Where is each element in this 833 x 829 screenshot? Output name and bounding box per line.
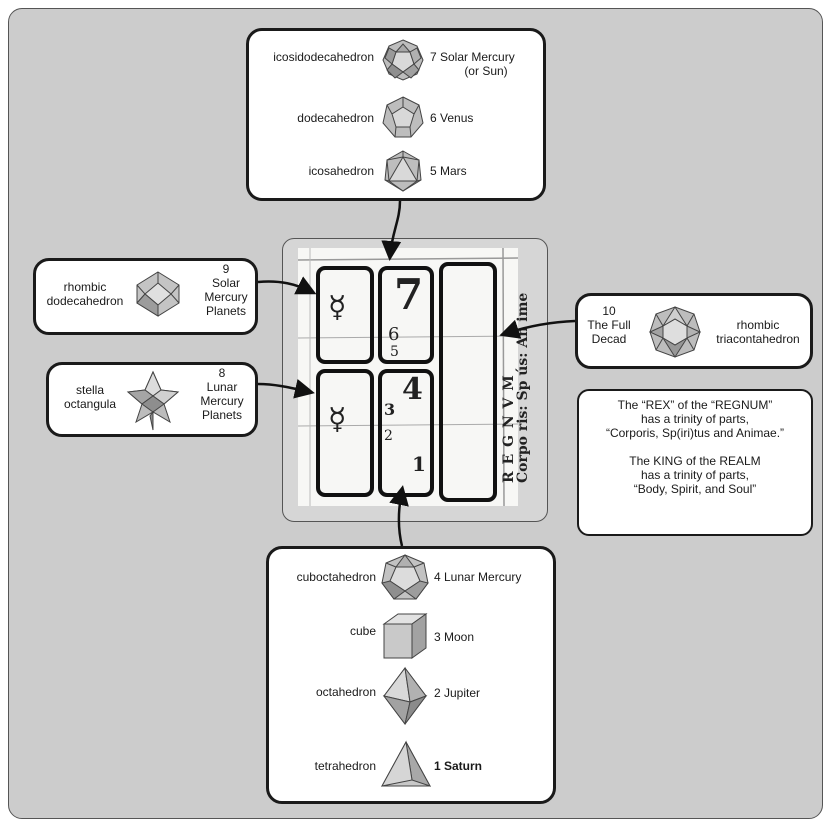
note-line: has a trinity of parts,: [640, 412, 750, 426]
solid-label-dodecahedron: dodecahedron: [297, 111, 374, 125]
note-line: “Body, Spirit, and Soul”: [633, 482, 757, 496]
manuscript-cell-solar-mercury: [316, 266, 374, 364]
icosahedron-icon: [384, 150, 422, 192]
solid-label-tetrahedron: tetrahedron: [314, 759, 376, 773]
solid-label-stella: stella: [75, 383, 104, 397]
note-line: The KING of the REALM: [629, 454, 761, 468]
tetrahedron-icon: [381, 740, 432, 787]
planet-label-mars: 5 Mars: [430, 164, 467, 178]
solid-label-icosidodecahedron: icosidodecahedron: [273, 50, 374, 64]
cube-icon: [382, 613, 428, 659]
planet-label-lunar-mercury: 4 Lunar Mercury: [434, 570, 522, 584]
solid-label-octahedron: octahedron: [315, 685, 376, 699]
mercury-glyph-lunar: ☿: [328, 402, 347, 437]
notes-text: The “REX” of the “REGNUM” has a trinity …: [580, 398, 810, 496]
corporis-vertical-text: Corpo ris: Sp ús: An ime: [515, 292, 531, 483]
number-10: 10: [602, 304, 616, 318]
label-decad: Decad: [591, 332, 627, 346]
note-line: has a trinity of parts,: [640, 468, 750, 482]
stella-octangula-icon: [126, 370, 180, 431]
label-the-full: The Full: [587, 318, 631, 332]
manuscript-image: ☿ ☿ 7 6 5 4 3 2 1 R E G N V M Corpo ris:…: [298, 248, 531, 506]
solid-label-cuboctahedron: cuboctahedron: [296, 570, 376, 584]
cuboctahedron-icon: [381, 554, 429, 600]
planet-label-or-sun: (or Sun): [464, 64, 508, 78]
planet-label-jupiter: 2 Jupiter: [434, 686, 481, 700]
octahedron-icon: [382, 666, 428, 726]
mercury-glyph-solar: ☿: [328, 290, 347, 325]
numeral-3: 3: [384, 400, 396, 419]
rhombic-dodecahedron-icon: [136, 271, 180, 317]
icosidodecahedron-icon: [382, 39, 424, 81]
numeral-5: 5: [390, 344, 399, 360]
notes-box: [577, 389, 813, 536]
solid-label-icosahedron: icosahedron: [308, 164, 374, 178]
label-planets: Planets: [205, 304, 247, 318]
solid-label-triacontahedron: triacontahedron: [716, 332, 800, 346]
solid-label-cube: cube: [349, 624, 376, 638]
number-8: 8: [218, 366, 226, 380]
label-planets-2: Planets: [201, 408, 243, 422]
note-line: “Corporis, Sp(iri)tus and Animae.”: [605, 426, 785, 440]
numeral-1: 1: [412, 452, 426, 476]
label-solar: Solar: [211, 276, 240, 290]
planet-label-solar-mercury: 7 Solar Mercury: [430, 50, 515, 64]
note-line: The “REX” of the “REGNUM”: [617, 398, 773, 412]
number-9: 9: [222, 262, 230, 276]
manuscript-cell-7-6-5: [378, 266, 434, 364]
dodecahedron-icon: [382, 96, 424, 138]
label-mercury-2: Mercury: [200, 394, 244, 408]
numeral-2: 2: [384, 428, 393, 444]
solid-label-dodecahedron-2: dodecahedron: [46, 294, 124, 308]
numeral-7: 7: [394, 270, 424, 319]
solid-label-rhombic: rhombic: [63, 280, 107, 294]
label-mercury: Mercury: [204, 290, 248, 304]
rhombic-triacontahedron-icon: [648, 306, 702, 358]
manuscript-cell-lunar-mercury: [316, 369, 374, 497]
planet-label-saturn: 1 Saturn: [434, 759, 483, 773]
planet-label-venus: 6 Venus: [430, 111, 474, 125]
note-spacer: [580, 440, 810, 454]
solid-label-octangula: octangula: [63, 397, 117, 411]
solid-label-rhombic-2: rhombic: [736, 318, 780, 332]
planet-label-moon: 3 Moon: [434, 630, 475, 644]
label-lunar: Lunar: [206, 380, 238, 394]
numeral-6: 6: [388, 324, 400, 345]
manuscript-cell-regnum: [439, 262, 497, 502]
numeral-4: 4: [402, 372, 423, 407]
